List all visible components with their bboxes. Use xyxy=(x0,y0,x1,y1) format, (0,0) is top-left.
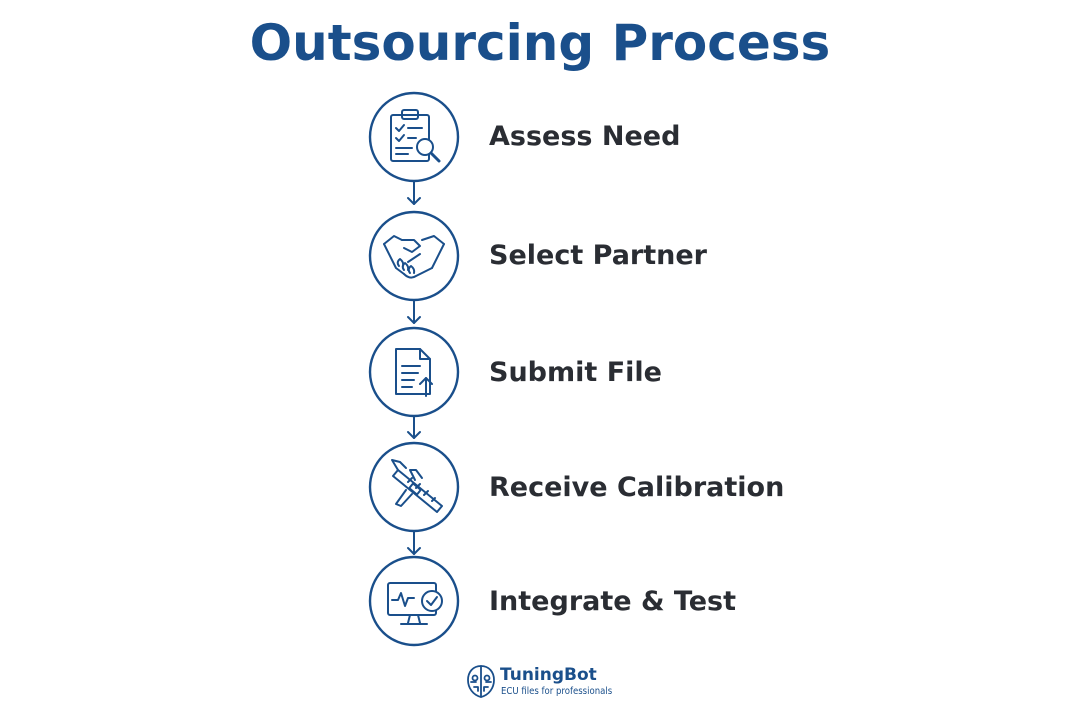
step-3-node xyxy=(368,326,460,418)
step-4-label: Receive Calibration xyxy=(489,472,785,503)
monitor-check-icon xyxy=(387,582,443,625)
brand-logo: TuningBot ECU files for professionals xyxy=(465,664,665,704)
robot-face-logo-icon xyxy=(467,665,495,698)
step-5-label: Integrate & Test xyxy=(489,586,737,617)
document-upload-icon xyxy=(395,348,433,397)
connector-arrow xyxy=(407,530,421,555)
step-2-label: Select Partner xyxy=(489,240,707,271)
handshake-icon xyxy=(383,235,445,279)
step-4-node xyxy=(368,441,460,533)
caliper-icon xyxy=(391,459,443,513)
step-2-node xyxy=(368,210,460,302)
connector-arrow xyxy=(407,415,421,439)
page-title: Outsourcing Process xyxy=(249,14,831,72)
brand-name: TuningBot xyxy=(500,665,597,685)
step-5-node xyxy=(368,555,460,647)
connector-arrow xyxy=(407,181,421,205)
step-3-label: Submit File xyxy=(489,357,662,388)
brand-tagline: ECU files for professionals xyxy=(501,686,613,697)
connector-arrow xyxy=(407,299,421,324)
step-1-node xyxy=(368,91,460,183)
step-1-label: Assess Need xyxy=(489,121,681,152)
clipboard-magnifier-icon xyxy=(390,109,441,163)
